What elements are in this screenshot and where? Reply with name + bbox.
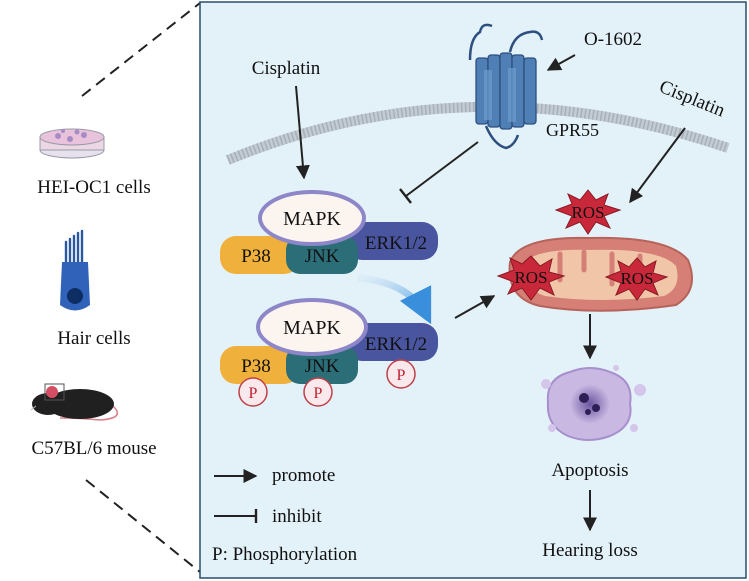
erk-label-top: ERK1/2 — [365, 233, 427, 254]
phospho-label-jnk: P — [314, 385, 323, 402]
jnk-label-top: JNK — [305, 246, 340, 267]
p38-label-bottom: P38 — [241, 356, 271, 377]
gpr55-receptor-icon — [468, 23, 544, 150]
legend-promote-label: promote — [272, 465, 335, 486]
ros-label-right: ROS — [620, 269, 653, 288]
cell-membrane-texture — [226, 101, 730, 165]
ros-star-top — [554, 189, 622, 235]
phospho-circle-jnk — [303, 377, 333, 407]
petri-dish-icon — [39, 128, 105, 159]
legend-phosphorylation-label: P: Phosphorylation — [212, 544, 358, 565]
mapk-label-bottom: MAPK — [283, 317, 341, 339]
jnk-label-bottom: JNK — [305, 356, 340, 377]
apoptotic-cell-icon — [541, 365, 646, 441]
gpr55-label: GPR55 — [546, 120, 599, 140]
apoptosis-label: Apoptosis — [551, 460, 628, 481]
mapk-complex-unphosphorylated — [220, 190, 438, 274]
mapk-complex-phosphorylated — [220, 298, 438, 407]
o1602-label: O-1602 — [584, 29, 642, 50]
cisplatin-to-ros-arrow — [629, 127, 686, 204]
o1602-promote-arrow — [546, 54, 576, 71]
ros-label-left: ROS — [514, 268, 547, 287]
phospho-label-p38: P — [249, 385, 258, 402]
legend-inhibit-label: inhibit — [272, 506, 322, 527]
phospho-circle-erk — [386, 359, 416, 389]
p38-shape-bottom — [220, 346, 300, 384]
erk-shape-top — [346, 222, 438, 260]
hearing-loss-label: Hearing loss — [542, 540, 638, 561]
phospho-circle-p38 — [238, 377, 268, 407]
mapk-label-top: MAPK — [283, 208, 341, 230]
dashed-connector-bottom — [85, 479, 201, 573]
mapk-shape-bottom — [256, 298, 368, 356]
p38-shape-top — [220, 236, 300, 274]
hair-cell-icon — [60, 229, 90, 311]
legend-inhibit-line — [214, 509, 258, 523]
dashed-connector-top — [81, 2, 201, 97]
p38-label-top: P38 — [241, 246, 271, 267]
phosphorylation-curved-arrow — [357, 274, 432, 325]
hei-oc1-label: HEI-OC1 cells — [37, 177, 150, 198]
erk-shape-bottom — [346, 323, 438, 361]
ros-label-top: ROS — [571, 203, 604, 222]
cisplatin-left-label: Cisplatin — [252, 58, 321, 79]
c57bl6-mouse-label: C57BL/6 mouse — [31, 438, 156, 459]
mouse-icon — [30, 383, 118, 421]
cisplatin-to-mapk-arrow — [295, 85, 310, 180]
hair-cells-label: Hair cells — [57, 328, 130, 349]
gpr55-inhibit-line — [399, 141, 479, 204]
ros-star-right — [604, 257, 669, 301]
mapk-shape-top — [258, 190, 366, 246]
erk-label-bottom: ERK1/2 — [365, 334, 427, 355]
phospho-label-erk: P — [397, 367, 406, 384]
mapk-to-mitochondria-arrow — [454, 295, 496, 319]
ros-star-left — [496, 255, 566, 301]
